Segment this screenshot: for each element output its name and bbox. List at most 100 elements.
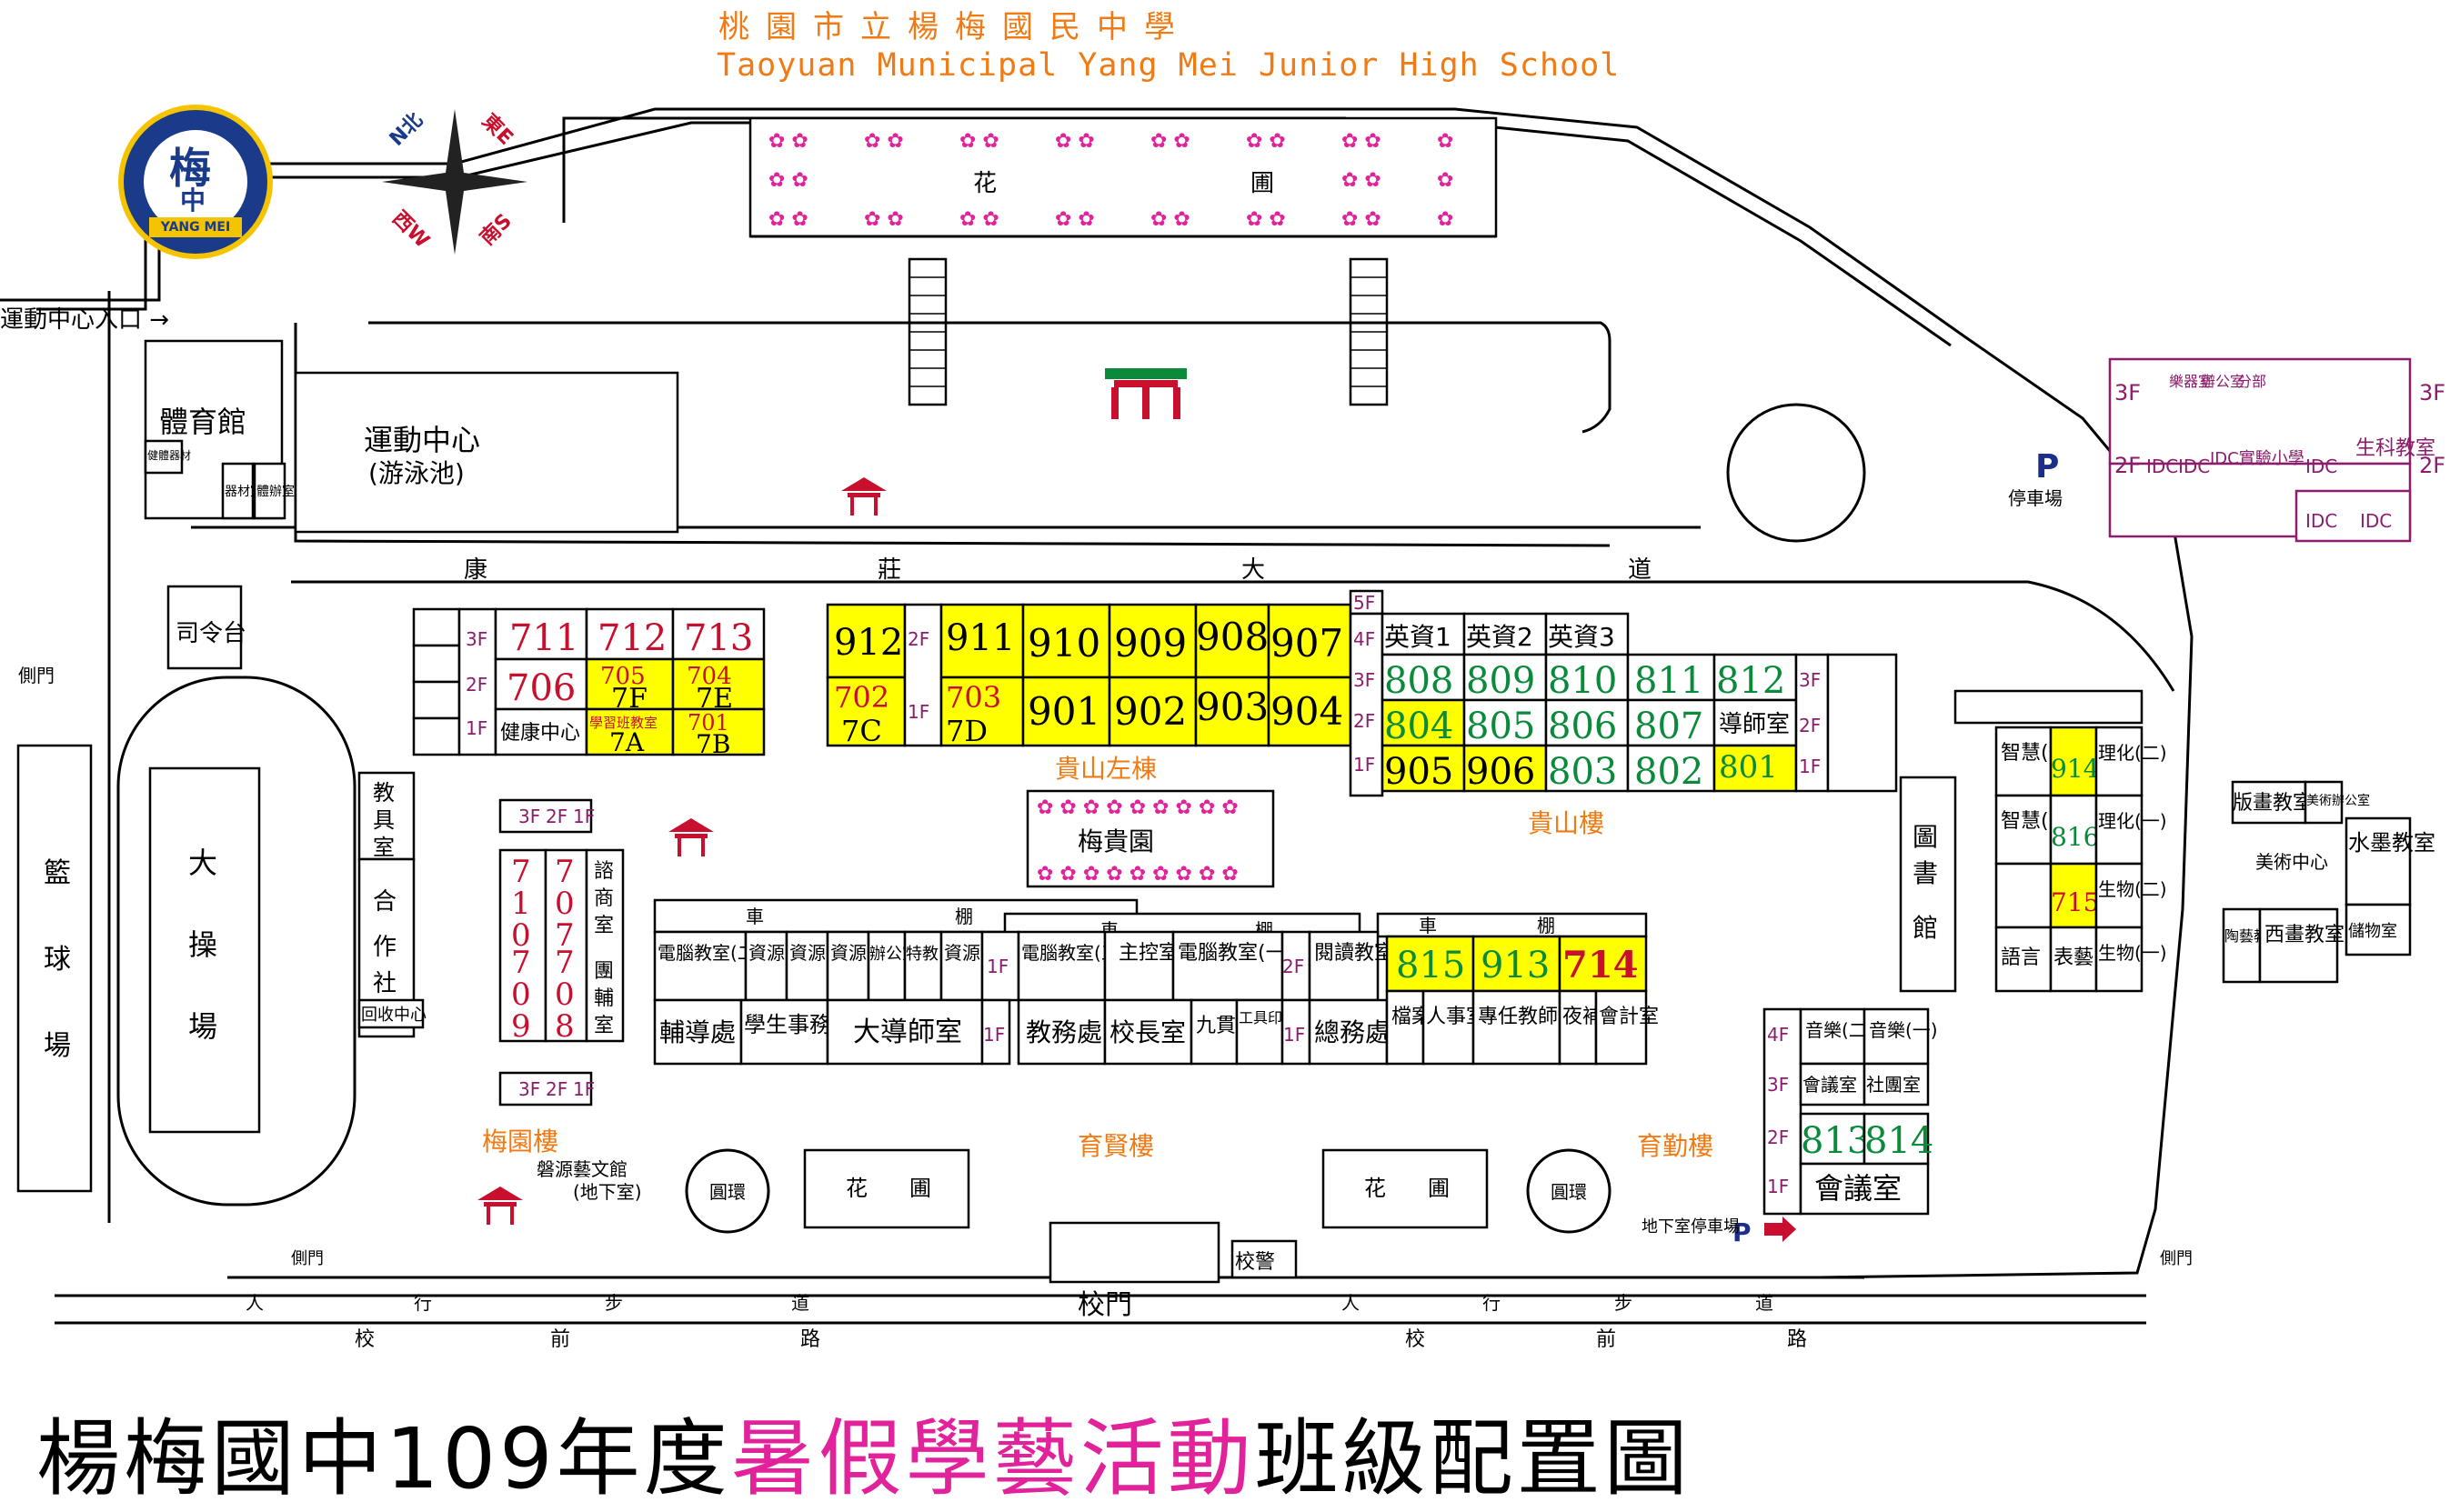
floor-bar-top (498, 798, 593, 834)
room-807[interactable] (1626, 698, 1716, 747)
south-garden-west-1: 花 (846, 1176, 868, 1201)
west-painting-room (2258, 907, 2339, 984)
big-teacher-office-label: 大導師室 (853, 1016, 962, 1048)
room-705-7F[interactable] (585, 657, 675, 711)
floor-8-2f: 2F (1353, 710, 1375, 732)
road-e3: 路 (1787, 1328, 1807, 1351)
floor-8r-1f: 1F (1799, 756, 1821, 777)
room-706-label: 706 (507, 667, 576, 709)
floor-bar-2f: 2F (546, 806, 567, 827)
room-814-label: 814 (1864, 1120, 1933, 1162)
floor-bar-3f: 3F (518, 806, 540, 827)
room-902-label: 902 (1114, 689, 1187, 734)
library-2: 書 (1913, 858, 1938, 888)
room-816[interactable] (2049, 794, 2098, 866)
bio-room-2 (2094, 862, 2144, 929)
room-906[interactable] (1462, 744, 1548, 793)
pc-room-1[interactable] (1171, 930, 1284, 1002)
svg-text:✿ ✿ ✿ ✿ ✿ ✿ ✿ ✿ ✿: ✿ ✿ ✿ ✿ ✿ ✿ ✿ ✿ ✿ (1037, 863, 1239, 886)
room-707-708[interactable] (544, 848, 588, 1043)
counsel-2: 商 (594, 887, 614, 910)
counsel-5: 輔 (594, 987, 614, 1010)
room-804[interactable] (1381, 698, 1466, 747)
room-711[interactable] (494, 607, 588, 661)
room-902[interactable] (1108, 676, 1198, 747)
room-704-7E[interactable] (671, 657, 766, 711)
logo-sub-char: 中 (180, 185, 206, 215)
svg-text:✿ ✿: ✿ ✿ (768, 169, 808, 192)
room-904[interactable] (1267, 676, 1352, 747)
south-garden-east-2: 圃 (1428, 1176, 1450, 1201)
room-914[interactable] (2049, 726, 2098, 797)
bio-tech-room-label: 生科教室 (2355, 437, 2435, 460)
room-804-label: 804 (1384, 706, 1453, 747)
room-905[interactable] (1381, 744, 1466, 793)
basketball-label-1: 籃 (44, 857, 71, 889)
room-715[interactable] (2049, 862, 2098, 929)
room-809[interactable] (1462, 653, 1548, 702)
counseling-room (585, 848, 625, 1043)
svg-text:✿ ✿: ✿ ✿ (864, 208, 904, 231)
svg-text:✿ ✿: ✿ ✿ (1246, 130, 1286, 153)
room-910[interactable] (1021, 603, 1111, 679)
parking-p-icon: P (2035, 448, 2059, 486)
room-802[interactable] (1626, 744, 1716, 793)
res4[interactable] (744, 930, 788, 1002)
bio-room-1 (2094, 926, 2144, 993)
room-913[interactable] (1471, 935, 1561, 993)
meiyuan-building-label: 梅園樓 (482, 1126, 558, 1157)
club-room-label: 社團室 (1866, 1074, 1921, 1096)
guishan-toilets (1826, 653, 1898, 793)
room-701-7B[interactable] (671, 707, 766, 756)
room-803[interactable] (1544, 744, 1630, 793)
room-815-label: 815 (1396, 945, 1465, 986)
jiuguan (1190, 998, 1239, 1066)
accounting-office (1594, 989, 1648, 1066)
learning-room-7A[interactable] (585, 707, 675, 756)
room-703-7D[interactable] (939, 676, 1025, 747)
room-814[interactable] (1863, 1112, 1930, 1166)
equipment-room (221, 462, 255, 520)
pc-room-3[interactable] (1017, 930, 1107, 1002)
road-1: 校 (355, 1328, 375, 1351)
road-char-dao: 道 (1628, 556, 1652, 584)
room-901[interactable] (1021, 676, 1111, 747)
pc-room-1-label: 電腦教室(一) (1178, 942, 1293, 965)
room-909[interactable] (1108, 603, 1198, 679)
counsel-1: 諮 (594, 860, 614, 883)
room-907[interactable] (1267, 603, 1352, 679)
room-813[interactable] (1799, 1112, 1866, 1166)
stair-steps (909, 276, 1387, 387)
idc-dept-label: 分部 (2237, 373, 2266, 390)
room-702-7C[interactable] (826, 676, 907, 747)
counsel-4: 團 (594, 960, 614, 983)
room-806-label: 806 (1548, 706, 1617, 747)
room-703-label: 703 (946, 680, 1001, 715)
stage (166, 585, 243, 670)
room-706[interactable] (494, 657, 588, 711)
carport-east (1376, 912, 1648, 938)
principal-office (1103, 998, 1193, 1066)
room-708-digit-3: 8 (555, 1008, 575, 1045)
yuxian-1f-c-label: 1F (1283, 1024, 1305, 1046)
north-garden (748, 116, 1498, 238)
room-810-label: 810 (1548, 660, 1617, 702)
room-901-label: 901 (1028, 689, 1100, 734)
ink-room-label: 水墨教室 (2348, 830, 2435, 856)
svg-text:✿ ✿: ✿ ✿ (1246, 208, 1286, 231)
chem-room-1-label: 理化(一) (2098, 810, 2167, 832)
guard-room (1230, 1239, 1298, 1279)
tool-room-label-1: 教 (373, 780, 395, 806)
gym-office (253, 462, 286, 520)
compass-star-icon (382, 109, 527, 255)
class-7D-label: 7D (946, 714, 988, 748)
floor-5f: 5F (1353, 592, 1375, 614)
idc-label-4: IDC (2305, 510, 2337, 532)
floor-col-8 (1349, 612, 1384, 797)
room-805-label: 805 (1466, 706, 1535, 747)
art-office (2304, 780, 2344, 825)
svg-text:✿ ✿: ✿ ✿ (959, 130, 999, 153)
svg-text:✿: ✿ (1437, 130, 1453, 153)
walk-e1: 人 (1341, 1292, 1360, 1314)
